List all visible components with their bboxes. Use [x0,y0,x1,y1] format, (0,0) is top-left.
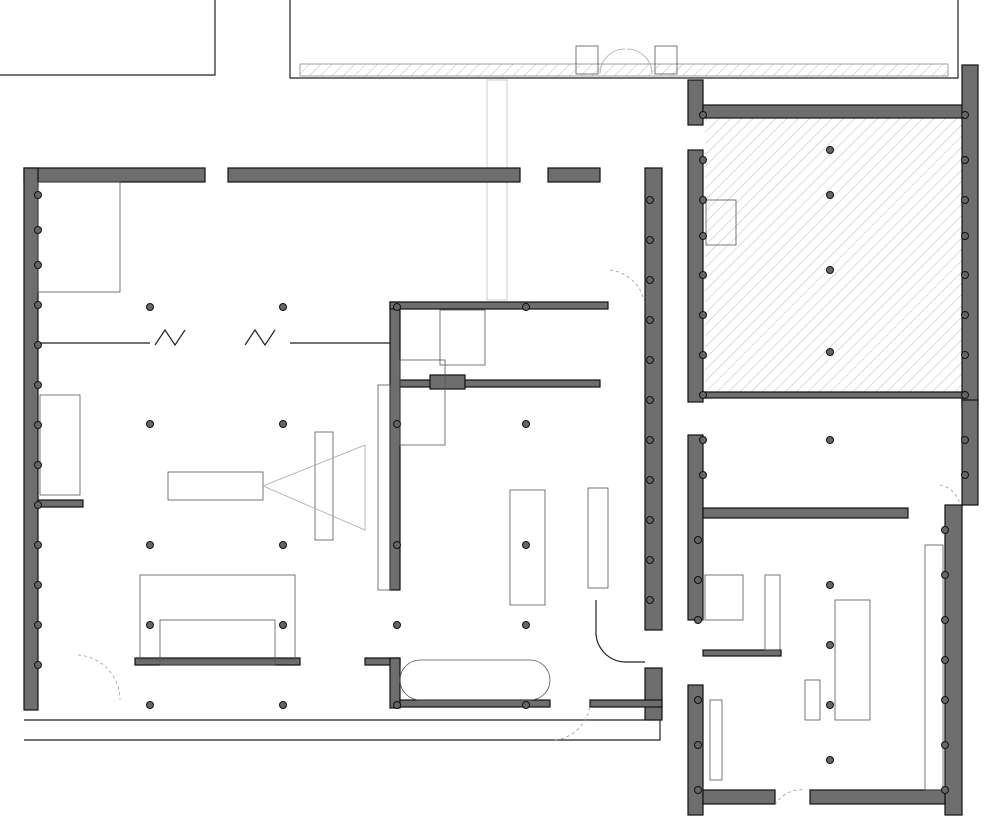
column [393,701,401,709]
structural-columns [34,111,969,794]
column [646,396,654,404]
main-building [23,167,663,741]
column [694,786,702,794]
column [941,656,949,664]
column [34,191,42,199]
column [699,436,707,444]
column [146,420,154,428]
column [961,351,969,359]
column [961,271,969,279]
column [961,156,969,164]
column [34,301,42,309]
right-lower-building [687,399,979,816]
column [146,621,154,629]
column [961,111,969,119]
column [646,516,654,524]
column [941,786,949,794]
column [646,236,654,244]
column [941,696,949,704]
column [646,596,654,604]
column [826,436,834,444]
column [34,581,42,589]
column [146,303,154,311]
column [941,526,949,534]
column [34,381,42,389]
column [393,303,401,311]
column [279,541,287,549]
column [826,581,834,589]
column [826,701,834,709]
column [646,476,654,484]
column [646,436,654,444]
column [279,621,287,629]
column [694,576,702,584]
column [646,196,654,204]
column [646,316,654,324]
column [522,303,530,311]
column [522,621,530,629]
column [961,436,969,444]
column [34,261,42,269]
column [941,741,949,749]
column [961,391,969,399]
column [826,146,834,154]
column [34,421,42,429]
column [826,756,834,764]
column [826,348,834,356]
column [279,420,287,428]
column [826,641,834,649]
column [34,226,42,234]
column [646,356,654,364]
column [826,191,834,199]
column [146,541,154,549]
column [826,266,834,274]
column [699,196,707,204]
neighbor-building-top [289,0,959,79]
column [961,471,969,479]
column [699,391,707,399]
column [694,696,702,704]
column [34,341,42,349]
column [699,471,707,479]
column [941,616,949,624]
column [646,276,654,284]
column [393,541,401,549]
column [34,501,42,509]
column [393,420,401,428]
column [699,111,707,119]
column [694,616,702,624]
column [522,701,530,709]
column [694,536,702,544]
column [694,741,702,749]
column [961,232,969,240]
neighbor-building-left [0,0,216,76]
column [34,541,42,549]
column [699,351,707,359]
column [699,271,707,279]
column [961,311,969,319]
column [393,621,401,629]
column [699,156,707,164]
right-upper-building [687,64,979,406]
column [279,701,287,709]
planted-walkway [486,79,508,301]
column [961,196,969,204]
column [279,303,287,311]
column [146,701,154,709]
column [699,232,707,240]
column [522,541,530,549]
column [522,420,530,428]
column [646,556,654,564]
column [34,461,42,469]
column [941,571,949,579]
column [699,311,707,319]
column [34,621,42,629]
column [34,661,42,669]
